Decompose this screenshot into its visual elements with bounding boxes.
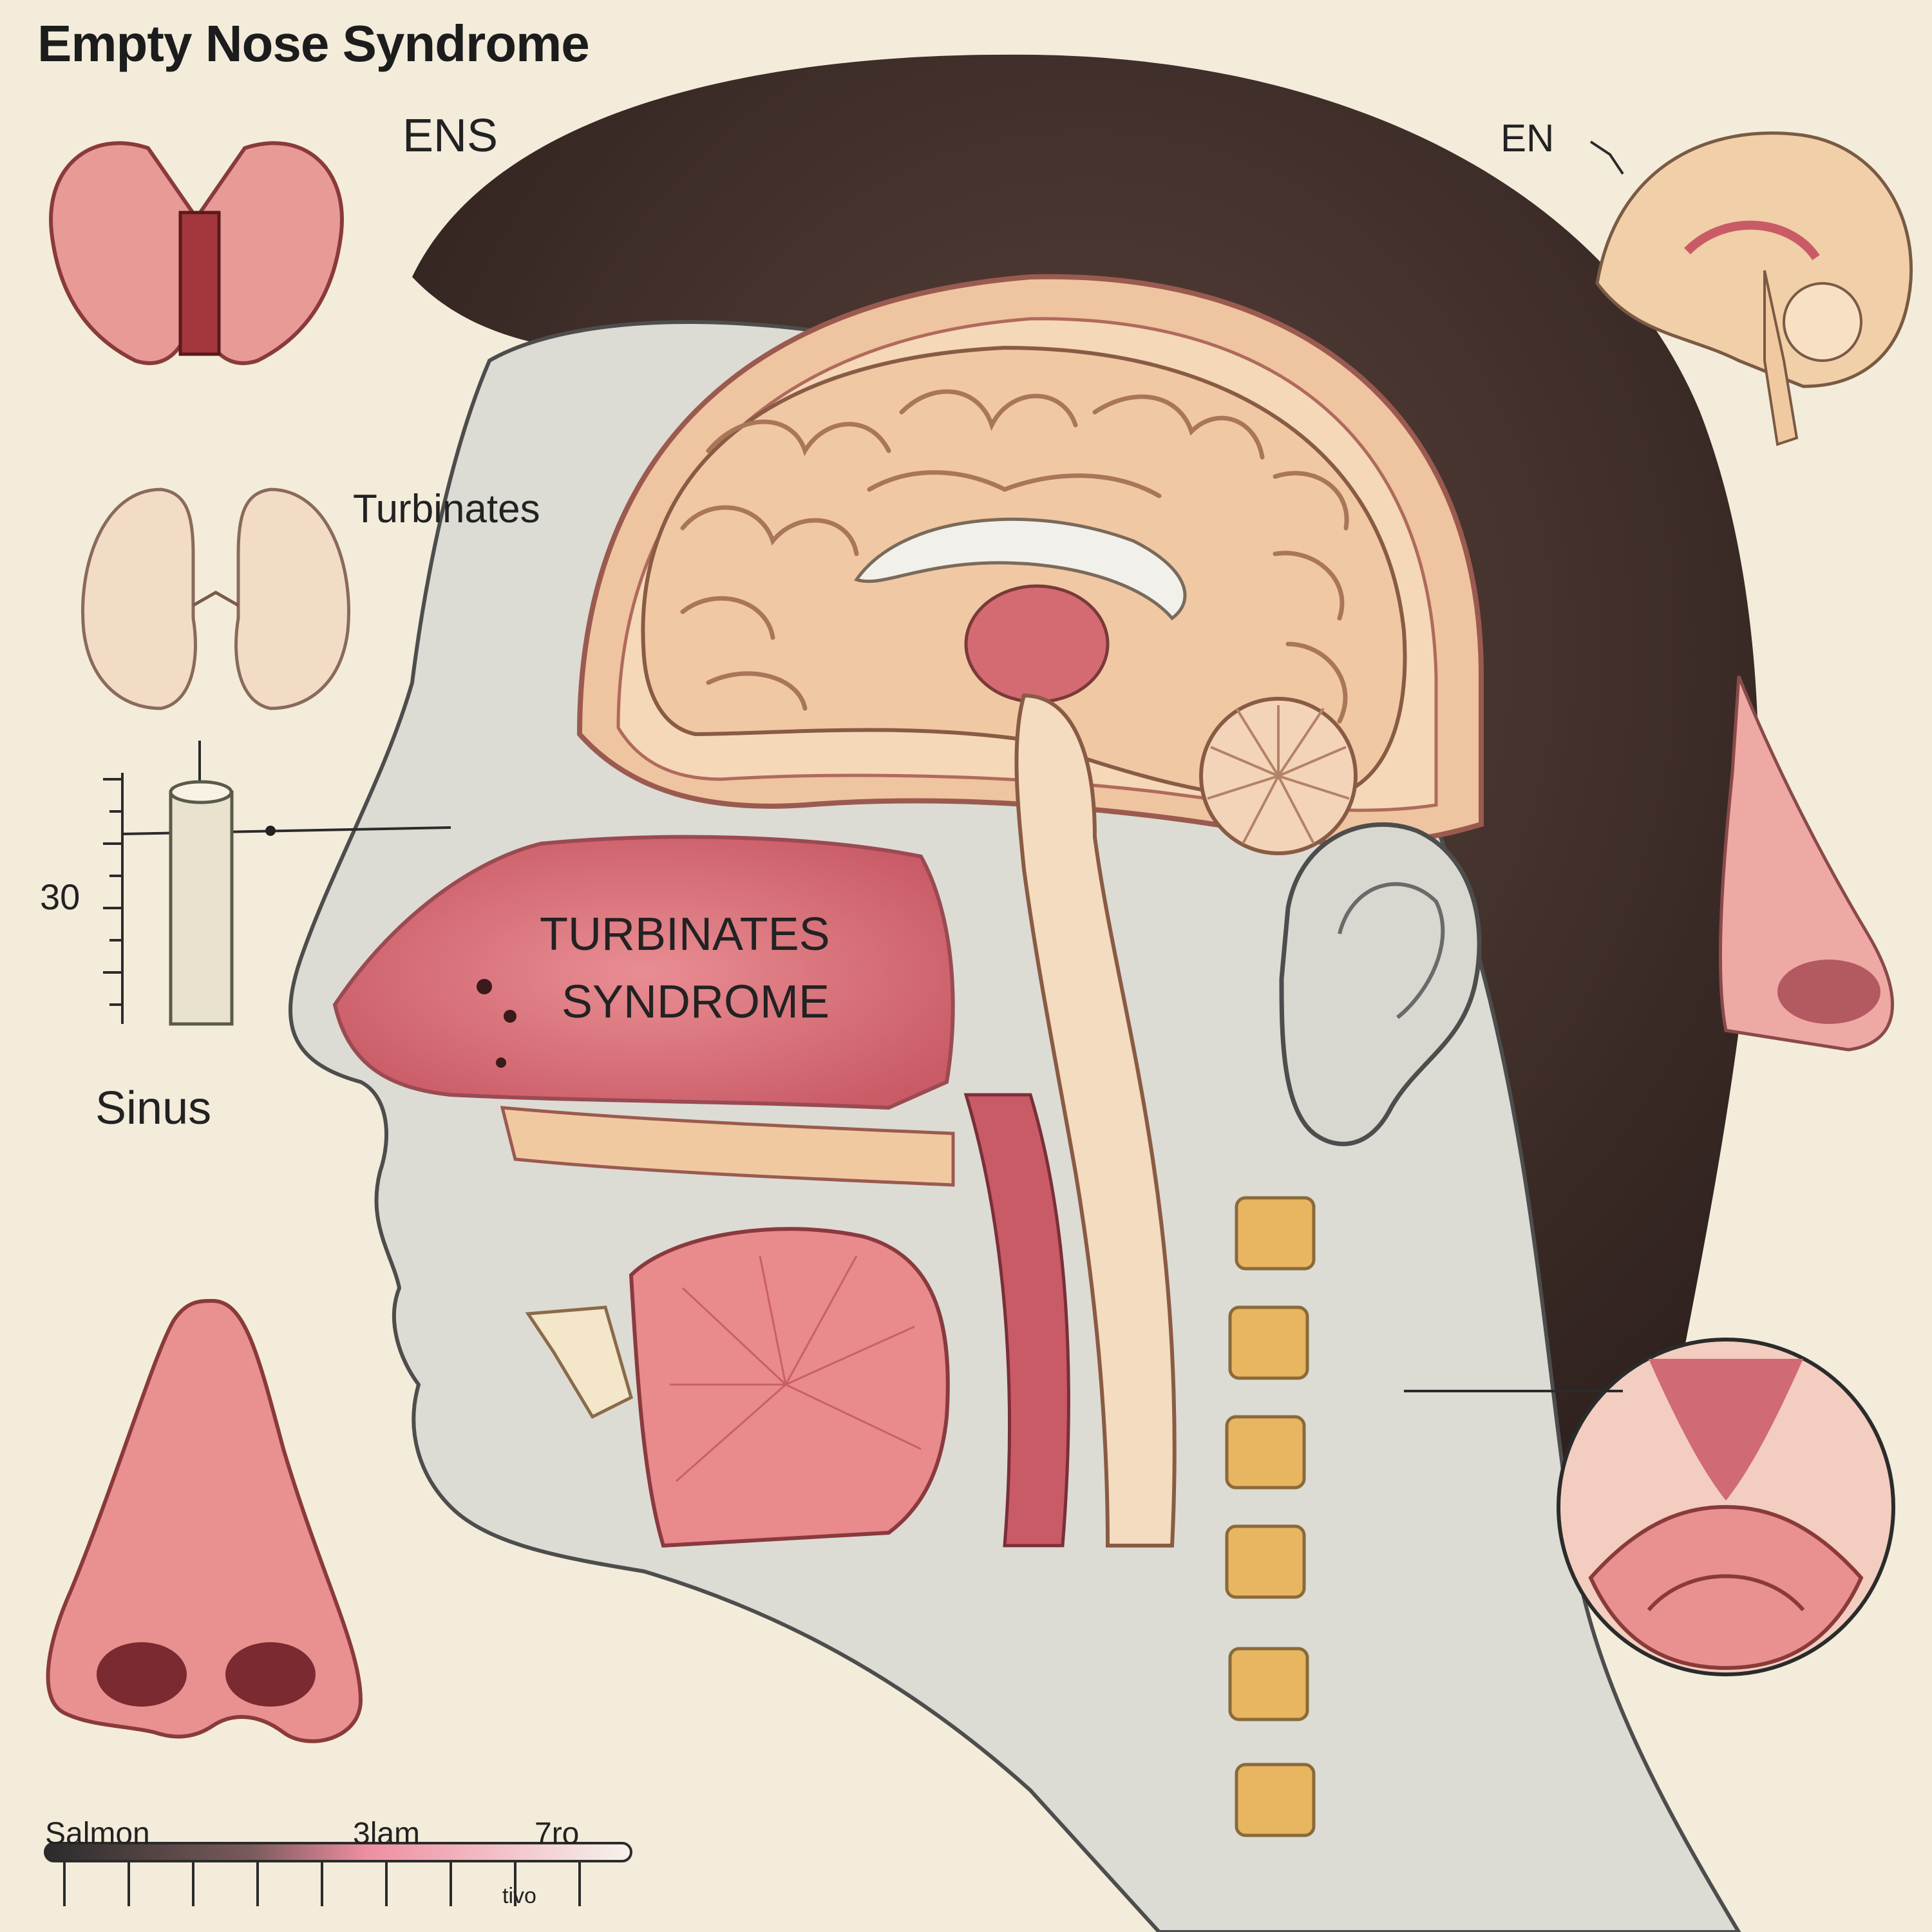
corpus-callosum bbox=[854, 517, 1187, 621]
vertebra-6 bbox=[1235, 1763, 1316, 1837]
scale-label-bottom: tivo bbox=[502, 1884, 536, 1908]
vertebra-5 bbox=[1228, 1647, 1309, 1721]
brain bbox=[641, 345, 1407, 802]
inset-lungs bbox=[81, 488, 350, 710]
inset-brain-sagittal bbox=[1589, 131, 1913, 446]
scale-label-right: 7ro bbox=[535, 1817, 580, 1851]
nasal-cavity bbox=[332, 835, 955, 1110]
palate bbox=[500, 1106, 955, 1187]
inset-thyroid bbox=[49, 141, 344, 365]
label-turbinates: Turbinates bbox=[353, 487, 540, 531]
scale-label-left: Salmon bbox=[45, 1817, 150, 1851]
diagram-title: Empty Nose Syndrome bbox=[37, 15, 590, 72]
label-ens: ENS bbox=[402, 110, 498, 162]
vertebra-4 bbox=[1225, 1524, 1306, 1599]
label-syndrome-center: SYNDROME bbox=[562, 976, 830, 1028]
tongue-fibers bbox=[670, 1255, 922, 1482]
inset-nose-side bbox=[1718, 676, 1895, 1052]
ear bbox=[1279, 822, 1482, 1146]
ear-inner bbox=[1338, 882, 1445, 1019]
vertebra-3 bbox=[1225, 1415, 1306, 1490]
thalamus bbox=[964, 584, 1110, 704]
teeth bbox=[525, 1305, 633, 1419]
pharynx bbox=[963, 1093, 1070, 1548]
hair bbox=[412, 54, 1759, 1546]
label-en: EN bbox=[1501, 117, 1555, 160]
inset-nose-front bbox=[46, 1298, 363, 1743]
label-scale-number: 30 bbox=[40, 876, 80, 917]
scale-label-mid: 3lam bbox=[353, 1817, 421, 1851]
cerebellum-folia bbox=[1207, 705, 1350, 844]
label-sinus: Sinus bbox=[95, 1083, 212, 1134]
nasal-dots bbox=[477, 979, 516, 1068]
specimen-cylinder bbox=[169, 780, 276, 1026]
vertebra-2 bbox=[1228, 1305, 1309, 1380]
cervical-spine bbox=[1225, 1196, 1316, 1837]
inset-zoom-circle bbox=[1404, 1338, 1895, 1676]
brainstem bbox=[1014, 693, 1177, 1548]
scale-bar bbox=[44, 1842, 632, 1906]
brain-gyri bbox=[680, 389, 1349, 724]
label-turbinates-center: TURBINATES bbox=[540, 909, 830, 960]
vertebra-1 bbox=[1235, 1196, 1316, 1271]
